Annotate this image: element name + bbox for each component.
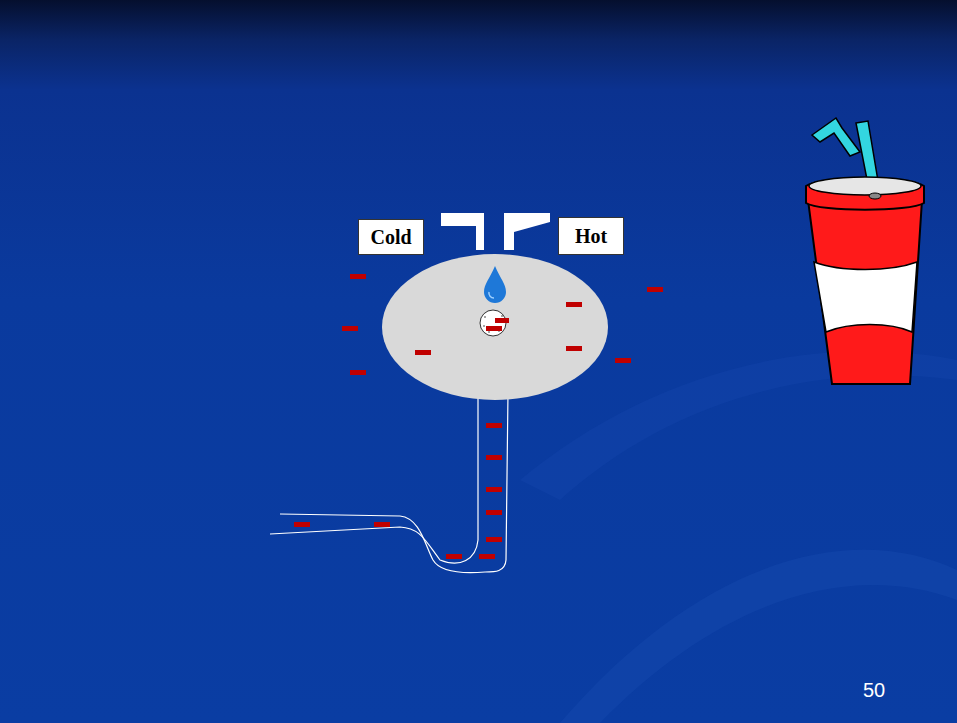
water-drop: [484, 266, 506, 303]
receptor-cell: [382, 254, 608, 400]
soda-cup: [806, 118, 924, 384]
cold-funnel: [441, 213, 484, 250]
background-swoosh: [560, 550, 957, 723]
label-text: Cold: [370, 226, 411, 249]
hot-funnel: [504, 213, 550, 250]
nerve-fiber: [280, 392, 508, 573]
label-text: Hot: [575, 225, 607, 248]
slide-number: 50: [863, 679, 885, 702]
negative-charges: [294, 274, 663, 559]
nerve-fiber: [270, 392, 478, 563]
drop-highlight: [489, 292, 494, 298]
label-box: Cold: [358, 219, 424, 255]
label-box: Hot: [558, 217, 624, 255]
channel-dots: [483, 315, 503, 333]
